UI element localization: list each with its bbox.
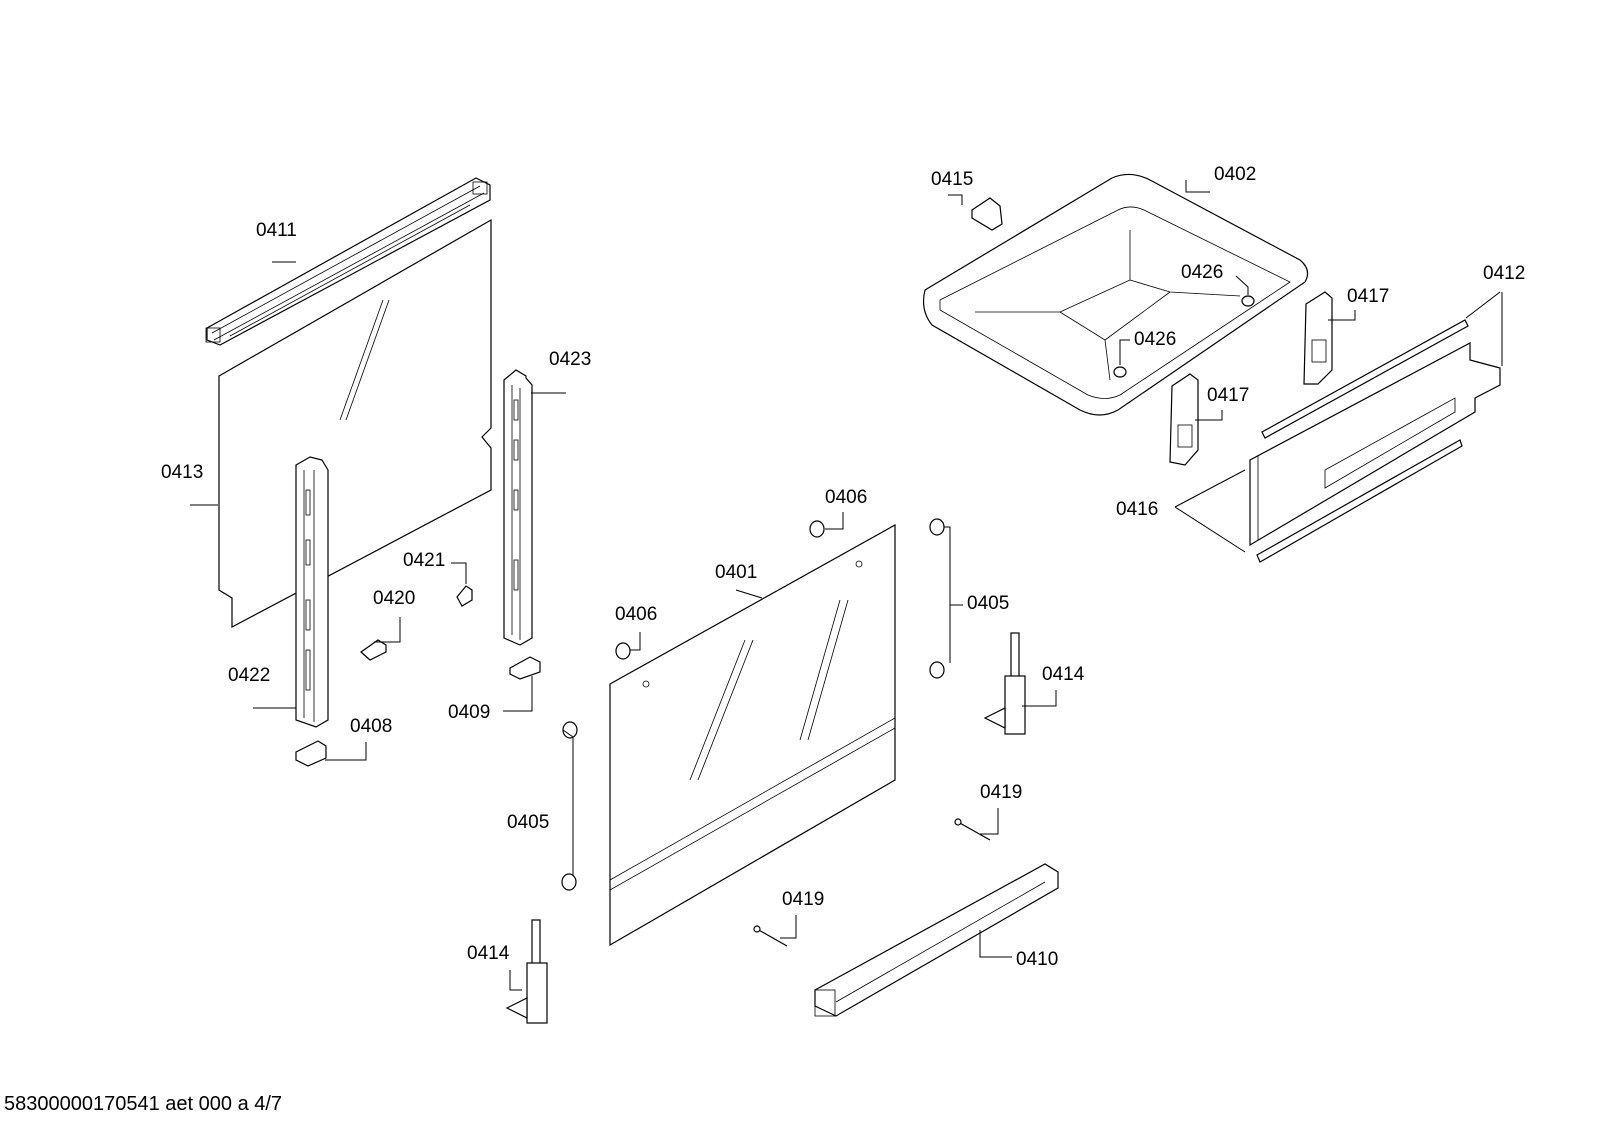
part-0405-bumper-a bbox=[929, 518, 945, 536]
label-0414-a: 0414 bbox=[1042, 664, 1085, 685]
label-0419-b: 0419 bbox=[782, 889, 824, 910]
part-0417-bracket-a bbox=[1303, 291, 1333, 385]
part-0411-top-trim bbox=[205, 177, 491, 346]
part-0419-pin-b bbox=[753, 925, 788, 947]
part-0405-bumper-b bbox=[929, 661, 945, 679]
part-0405-bumper-c bbox=[562, 721, 578, 739]
part-0410-door-handle bbox=[814, 863, 1059, 1017]
label-0426-b: 0426 bbox=[1134, 329, 1176, 350]
label-0406-a: 0406 bbox=[825, 487, 867, 508]
part-0412-trim bbox=[1256, 319, 1469, 563]
label-0415: 0415 bbox=[931, 169, 973, 190]
label-0420: 0420 bbox=[373, 588, 415, 609]
label-0412: 0412 bbox=[1483, 263, 1525, 284]
part-0414-hinge-a bbox=[983, 632, 1026, 735]
label-0419-a: 0419 bbox=[980, 782, 1022, 803]
label-0421: 0421 bbox=[403, 550, 445, 571]
part-0420-clip bbox=[360, 639, 387, 661]
drawing-reference: 58300000170541 aet 000 a 4/7 bbox=[4, 1093, 283, 1115]
part-0416-drawer-front bbox=[1249, 342, 1501, 547]
part-0414-hinge-b bbox=[505, 919, 548, 1024]
label-0414-b: 0414 bbox=[467, 943, 510, 964]
part-0409-bracket bbox=[509, 656, 541, 680]
leader-lines bbox=[190, 180, 1503, 991]
label-0417-a: 0417 bbox=[1347, 286, 1389, 307]
label-0423: 0423 bbox=[549, 349, 591, 370]
part-0417-bracket-b bbox=[1169, 373, 1199, 466]
part-0413-glass-panel bbox=[218, 218, 492, 628]
label-0408: 0408 bbox=[350, 716, 392, 737]
label-0410: 0410 bbox=[1016, 949, 1058, 970]
part-0419-pin-a bbox=[954, 818, 991, 841]
part-0406-bumper-b bbox=[615, 642, 631, 660]
part-0401-door-glass bbox=[609, 523, 896, 947]
part-0406-bumper-a bbox=[809, 520, 825, 538]
label-0411: 0411 bbox=[256, 220, 297, 241]
label-0406-b: 0406 bbox=[615, 604, 657, 625]
part-0423-side-rail bbox=[503, 369, 533, 646]
label-0416: 0416 bbox=[1116, 499, 1158, 520]
label-0413: 0413 bbox=[161, 462, 203, 483]
label-0426-a: 0426 bbox=[1181, 262, 1223, 283]
part-0408-bracket bbox=[295, 740, 327, 767]
label-0422: 0422 bbox=[228, 665, 270, 686]
part-0405-bumper-d bbox=[561, 873, 577, 891]
label-0405-b: 0405 bbox=[507, 812, 549, 833]
label-0409: 0409 bbox=[448, 702, 490, 723]
label-0401: 0401 bbox=[715, 562, 757, 583]
label-0405-a: 0405 bbox=[967, 593, 1009, 614]
part-0421-clip bbox=[456, 585, 473, 607]
label-0402: 0402 bbox=[1214, 164, 1256, 185]
part-0402-storage-tray bbox=[922, 173, 1309, 416]
part-0415-bracket bbox=[971, 197, 1003, 231]
part-0422-side-rail bbox=[295, 456, 329, 728]
label-0417-b: 0417 bbox=[1207, 385, 1249, 406]
